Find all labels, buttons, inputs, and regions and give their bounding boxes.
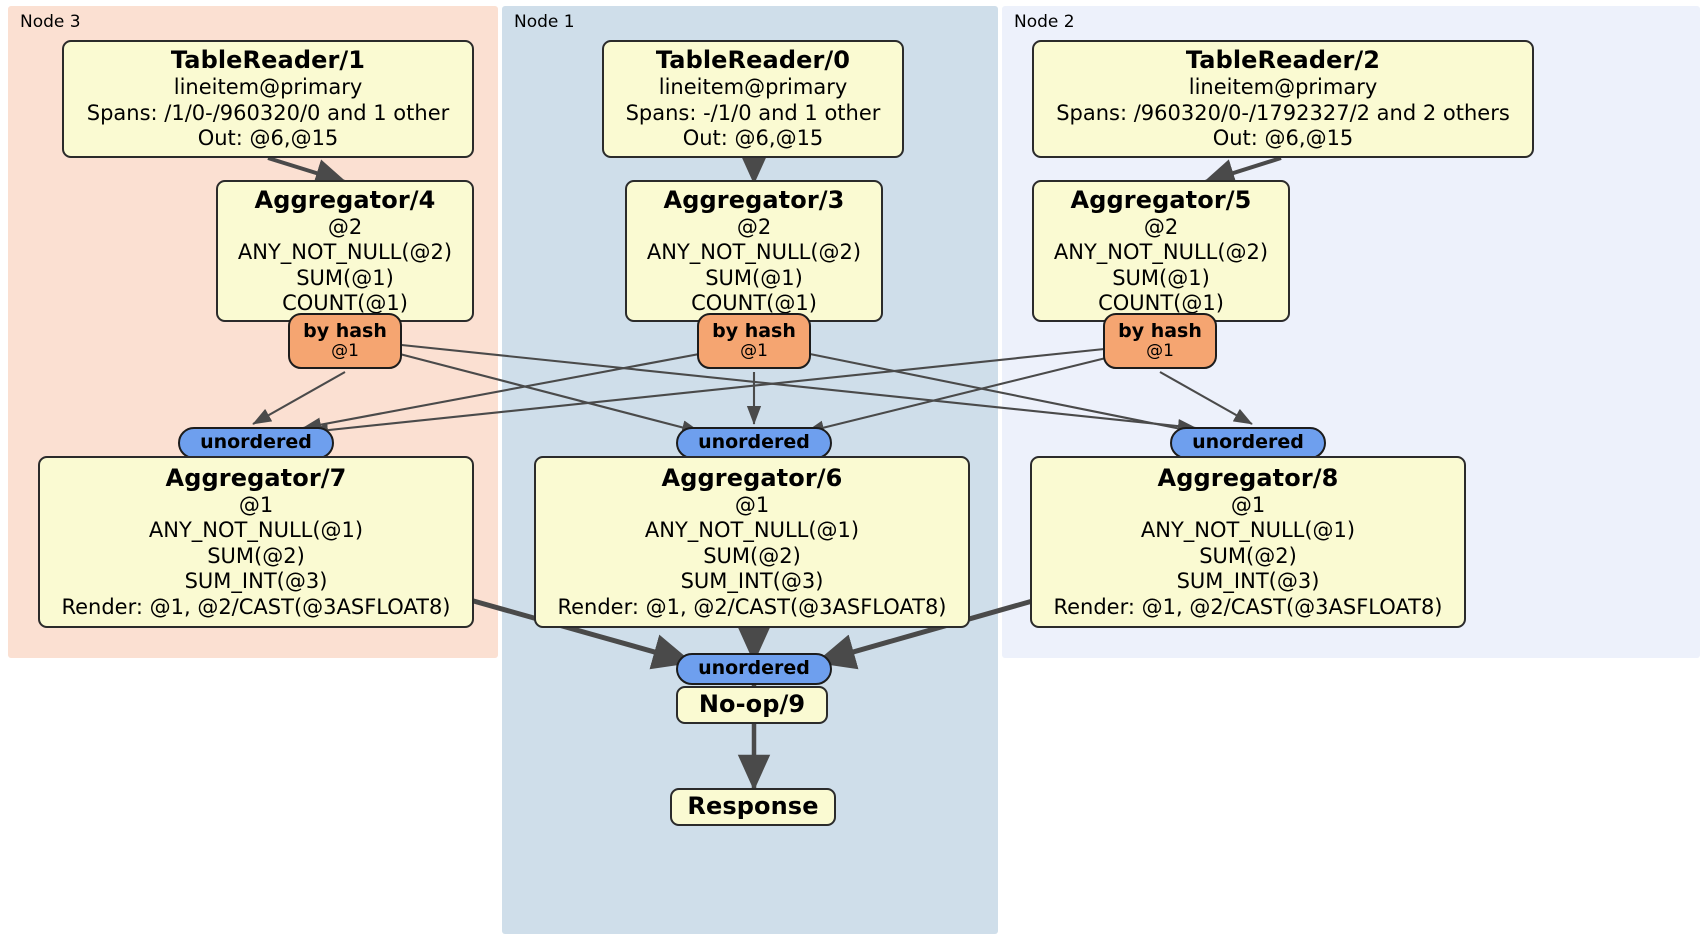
table-reader-1-out: Out: @6,@15 [197, 126, 339, 151]
aggregator-4-group: @2 [327, 214, 363, 239]
table-reader-1-spans: Spans: /1/0-/960320/0 and 1 other [86, 100, 450, 125]
no-op-9-title: No-op/9 [698, 690, 806, 719]
aggregator-7-title: Aggregator/7 [165, 463, 347, 492]
aggregator-5-box[interactable]: Aggregator/5 @2 ANY_NOT_NULL(@2) SUM(@1)… [1032, 180, 1290, 322]
unordered-input-node1[interactable]: unordered [676, 427, 832, 459]
aggregator-6-func-2: SUM(@2) [703, 543, 801, 568]
aggregator-3-box[interactable]: Aggregator/3 @2 ANY_NOT_NULL(@2) SUM(@1)… [625, 180, 883, 322]
aggregator-7-func-2: SUM(@2) [207, 543, 305, 568]
table-reader-0-out: Out: @6,@15 [682, 126, 824, 151]
aggregator-8-box[interactable]: Aggregator/8 @1 ANY_NOT_NULL(@1) SUM(@2)… [1030, 456, 1466, 628]
unordered-input-node3[interactable]: unordered [178, 427, 334, 459]
response-box[interactable]: Response [670, 788, 836, 826]
aggregator-5-func-1: ANY_NOT_NULL(@2) [1053, 240, 1269, 265]
table-reader-1-box[interactable]: TableReader/1 lineitem@primary Spans: /1… [62, 40, 474, 158]
table-reader-0-table: lineitem@primary [658, 75, 848, 100]
node-panel-label-node2: Node 2 [1014, 12, 1075, 32]
response-title: Response [687, 792, 819, 821]
table-reader-2-table: lineitem@primary [1188, 75, 1378, 100]
hash-router-node2-label: by hash [1118, 319, 1202, 342]
aggregator-8-title: Aggregator/8 [1157, 463, 1339, 492]
aggregator-3-title: Aggregator/3 [663, 185, 845, 214]
node-panel-label-node3: Node 3 [20, 12, 81, 32]
hash-router-node2[interactable]: by hash @1 [1103, 313, 1217, 369]
table-reader-2-box[interactable]: TableReader/2 lineitem@primary Spans: /9… [1032, 40, 1534, 158]
aggregator-6-func-1: ANY_NOT_NULL(@1) [644, 518, 860, 543]
table-reader-2-out: Out: @6,@15 [1212, 126, 1354, 151]
aggregator-8-func-1: ANY_NOT_NULL(@1) [1140, 518, 1356, 543]
aggregator-4-func-1: ANY_NOT_NULL(@2) [237, 240, 453, 265]
aggregator-3-func-3: COUNT(@1) [691, 290, 817, 315]
hash-router-node1-column: @1 [740, 341, 768, 362]
table-reader-2-spans: Spans: /960320/0-/1792327/2 and 2 others [1056, 100, 1510, 125]
table-reader-0-title: TableReader/0 [655, 46, 851, 75]
aggregator-4-box[interactable]: Aggregator/4 @2 ANY_NOT_NULL(@2) SUM(@1)… [216, 180, 474, 322]
aggregator-8-func-3: SUM_INT(@3) [1176, 569, 1320, 594]
aggregator-8-func-2: SUM(@2) [1199, 543, 1297, 568]
aggregator-6-box[interactable]: Aggregator/6 @1 ANY_NOT_NULL(@1) SUM(@2)… [534, 456, 970, 628]
aggregator-6-title: Aggregator/6 [661, 463, 843, 492]
aggregator-3-group: @2 [736, 214, 772, 239]
no-op-9-box[interactable]: No-op/9 [676, 686, 828, 724]
aggregator-7-func-3: SUM_INT(@3) [184, 569, 328, 594]
aggregator-6-group: @1 [734, 493, 770, 517]
node-panel-label-node1: Node 1 [514, 12, 575, 32]
aggregator-5-func-3: COUNT(@1) [1098, 290, 1224, 315]
aggregator-3-func-2: SUM(@1) [705, 265, 803, 290]
aggregator-7-box[interactable]: Aggregator/7 @1 ANY_NOT_NULL(@1) SUM(@2)… [38, 456, 474, 628]
table-reader-1-title: TableReader/1 [170, 46, 366, 75]
aggregator-5-group: @2 [1143, 214, 1179, 239]
table-reader-0-spans: Spans: -/1/0 and 1 other [625, 100, 881, 125]
aggregator-6-func-3: SUM_INT(@3) [680, 569, 824, 594]
aggregator-4-title: Aggregator/4 [254, 185, 436, 214]
unordered-input-node2[interactable]: unordered [1170, 427, 1326, 459]
aggregator-4-func-2: SUM(@1) [296, 265, 394, 290]
hash-router-node3[interactable]: by hash @1 [288, 313, 402, 369]
hash-router-node1[interactable]: by hash @1 [697, 313, 811, 369]
aggregator-4-func-3: COUNT(@1) [282, 290, 408, 315]
aggregator-3-func-1: ANY_NOT_NULL(@2) [646, 240, 862, 265]
hash-router-node2-column: @1 [1146, 341, 1174, 362]
table-reader-0-box[interactable]: TableReader/0 lineitem@primary Spans: -/… [602, 40, 904, 158]
aggregator-5-func-2: SUM(@1) [1112, 265, 1210, 290]
hash-router-node3-label: by hash [303, 319, 387, 342]
aggregator-7-render: Render: @1, @2/CAST(@3ASFLOAT8) [61, 594, 451, 619]
hash-router-node3-column: @1 [331, 341, 359, 362]
aggregator-8-group: @1 [1230, 493, 1266, 517]
unordered-final-merge[interactable]: unordered [676, 653, 832, 685]
aggregator-7-func-1: ANY_NOT_NULL(@1) [148, 518, 364, 543]
table-reader-2-title: TableReader/2 [1185, 46, 1381, 75]
aggregator-5-title: Aggregator/5 [1070, 185, 1252, 214]
hash-router-node1-label: by hash [712, 319, 796, 342]
aggregator-8-render: Render: @1, @2/CAST(@3ASFLOAT8) [1053, 594, 1443, 619]
aggregator-7-group: @1 [238, 493, 274, 517]
aggregator-6-render: Render: @1, @2/CAST(@3ASFLOAT8) [557, 594, 947, 619]
table-reader-1-table: lineitem@primary [173, 75, 363, 100]
